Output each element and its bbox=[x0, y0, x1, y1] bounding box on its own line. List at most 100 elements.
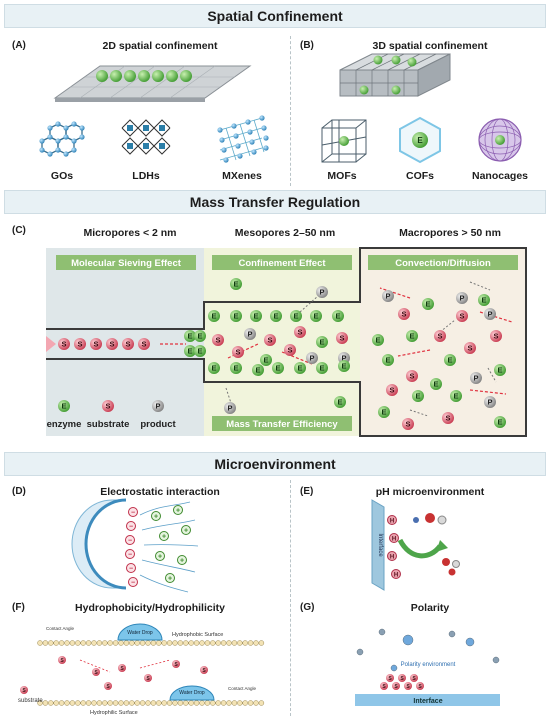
positive-charge-sign: + bbox=[168, 576, 172, 583]
bar-molecular-sieving bbox=[56, 255, 196, 270]
enzyme-circle bbox=[260, 354, 272, 366]
substrate-circle bbox=[284, 344, 296, 356]
banner-spatial-text: Spatial Confinement bbox=[207, 8, 343, 24]
substrate-symbol: S bbox=[267, 336, 272, 345]
enzyme-particle: E bbox=[478, 294, 490, 306]
panel-g-label: (G) bbox=[300, 602, 315, 613]
substrate-circle bbox=[386, 674, 394, 682]
enzyme-particle: E bbox=[494, 364, 506, 376]
enzyme-symbol: E bbox=[293, 312, 298, 321]
product-symbol: P bbox=[155, 402, 160, 411]
product-particle: P bbox=[244, 328, 256, 340]
enzyme-symbol: E bbox=[211, 364, 216, 373]
substrate-particle: S bbox=[456, 310, 468, 322]
mass-transfer-figure: Molecular Sieving Effect Confinement Eff… bbox=[46, 247, 527, 437]
sheet-enzymes bbox=[96, 70, 192, 82]
surface-bead bbox=[188, 640, 194, 646]
enzyme-particle: E bbox=[208, 310, 220, 322]
substrate-circle bbox=[172, 660, 180, 668]
polarity-figure: Interface Polarity environment bbox=[355, 628, 500, 706]
polarity-interface-label: Interface bbox=[413, 698, 442, 705]
substrate-circle bbox=[404, 682, 412, 690]
substrate-symbol: S bbox=[61, 340, 66, 349]
substrate-particle: S bbox=[398, 308, 410, 320]
product-symbol: P bbox=[309, 354, 314, 363]
pore-micro-label: Micropores < 2 nm bbox=[83, 227, 177, 239]
caption-mxenes: MXenes bbox=[222, 170, 262, 182]
surface-bead bbox=[139, 700, 146, 706]
effect-molecular-sieving: Molecular Sieving Effect bbox=[71, 258, 182, 269]
enzyme-particle: E bbox=[272, 362, 284, 374]
substrate-circle bbox=[410, 674, 418, 682]
negative-charge-sign: − bbox=[129, 566, 133, 573]
ph-wall-label: Interface bbox=[377, 533, 383, 557]
panel-b-label: (B) bbox=[300, 40, 314, 51]
enzyme-circle bbox=[230, 278, 242, 290]
substrate-symbol: S bbox=[418, 684, 422, 690]
substrate-circle bbox=[406, 370, 418, 382]
enzyme-particle: E bbox=[294, 362, 306, 374]
substrate-circle bbox=[392, 682, 400, 690]
substrate-particle: S bbox=[406, 370, 418, 382]
negative-charge-sign: − bbox=[129, 524, 133, 531]
surface-bead bbox=[80, 640, 86, 646]
substrate-particle: S bbox=[386, 384, 398, 396]
substrate-symbol: S bbox=[493, 332, 498, 341]
product-circle bbox=[382, 290, 394, 302]
enzyme-particle: E bbox=[494, 416, 506, 428]
surface-bead bbox=[64, 700, 70, 706]
substrate-circle bbox=[74, 338, 86, 350]
effect-confinement: Confinement Effect bbox=[238, 258, 326, 269]
substrate-circle bbox=[264, 334, 276, 346]
substrate-particle: S bbox=[464, 342, 476, 354]
enzyme-symbol: E bbox=[337, 398, 342, 407]
enzyme-symbol: E bbox=[233, 312, 238, 321]
enzyme-particle: E bbox=[450, 390, 462, 402]
enzyme-symbol: E bbox=[481, 296, 486, 305]
panel-f-label: (F) bbox=[12, 602, 25, 613]
product-circle bbox=[316, 286, 328, 298]
substrate-particle: S bbox=[58, 338, 70, 350]
surface-bead bbox=[107, 700, 113, 706]
enzyme-circle bbox=[294, 362, 306, 374]
enzyme-symbol: E bbox=[275, 364, 280, 373]
enzyme-symbol: E bbox=[319, 338, 324, 347]
substrate-symbol: S bbox=[412, 676, 416, 682]
surface-bead bbox=[199, 640, 205, 646]
water-drop-top: Water Drop bbox=[127, 630, 153, 636]
enzyme-symbol: E bbox=[381, 408, 386, 417]
substrate-particle: S bbox=[490, 330, 502, 342]
surface-bead bbox=[64, 640, 70, 646]
substrate-particle: S bbox=[264, 334, 276, 346]
hydrophilic-label: Hydrophilic Surface bbox=[90, 710, 138, 716]
surface-bead bbox=[166, 640, 173, 646]
substrate-symbol: S bbox=[437, 332, 442, 341]
enzyme-circle bbox=[450, 390, 462, 402]
ldh-structure bbox=[121, 119, 171, 155]
substrate-symbol: S bbox=[467, 344, 472, 353]
surface-bead bbox=[91, 640, 97, 646]
enzyme-symbol: E bbox=[497, 366, 502, 375]
positive-charge-sign: + bbox=[154, 514, 158, 521]
enzyme-circle bbox=[208, 362, 220, 374]
panel-e-title: pH microenvironment bbox=[375, 486, 485, 498]
substrate-symbol: S bbox=[235, 348, 240, 357]
positive-charge-circle bbox=[165, 573, 175, 583]
substrate-particle: S bbox=[122, 338, 134, 350]
surface-bead bbox=[69, 640, 76, 646]
substrate-symbol: S bbox=[109, 340, 114, 349]
enzyme-particle: E bbox=[184, 345, 196, 357]
enzyme-particle: E bbox=[412, 390, 424, 402]
surface-bead bbox=[204, 700, 211, 706]
surface-bead bbox=[42, 640, 49, 646]
enzyme-circle bbox=[58, 400, 70, 412]
substrate-circle bbox=[386, 384, 398, 396]
enzyme-symbol: E bbox=[233, 280, 238, 289]
banner-micro-text: Microenvironment bbox=[214, 456, 336, 472]
surface-bead bbox=[48, 640, 54, 646]
legend-enzyme-marker: E bbox=[58, 400, 70, 412]
enzyme-particle: E bbox=[332, 310, 344, 322]
substrate-particle: S bbox=[232, 346, 244, 358]
surface-bead bbox=[156, 700, 162, 706]
product-particle: P bbox=[224, 402, 236, 414]
